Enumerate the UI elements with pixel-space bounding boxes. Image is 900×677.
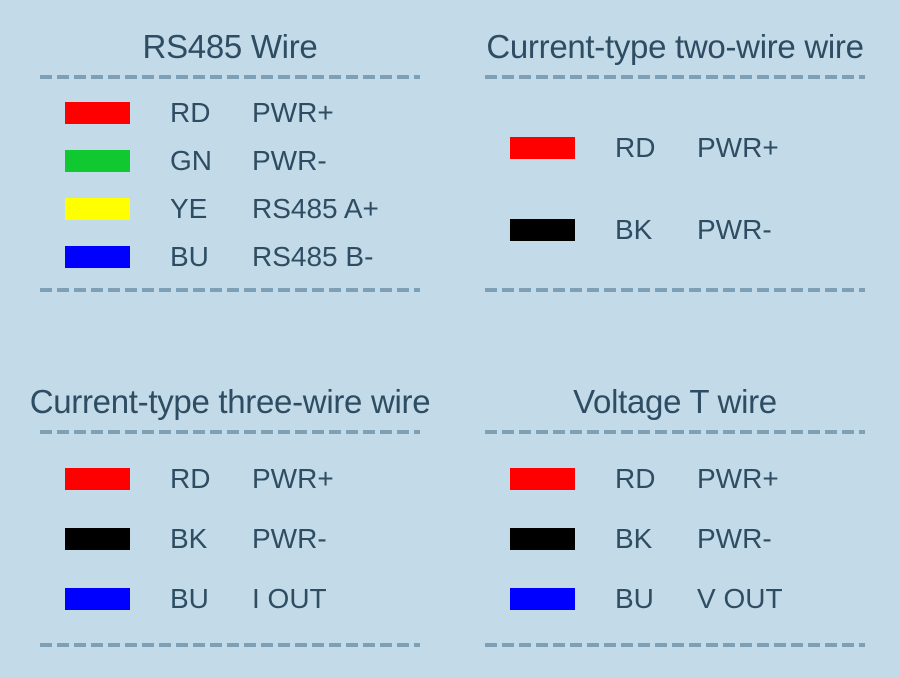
wire-color-code: RD [170, 97, 211, 128]
wire-signal-label: V OUT [697, 583, 783, 614]
legend-row: BK PWR- [40, 509, 420, 569]
legend-row: RD PWR+ [485, 107, 865, 189]
wire-signal-label: I OUT [252, 583, 327, 614]
wire-signal-label: PWR- [697, 214, 772, 245]
legend-row: RD PWR+ [40, 89, 420, 137]
wire-color-swatch [510, 137, 575, 159]
section-current-type-three-wire: Current-type three-wire wire RD PWR+ BK … [30, 355, 431, 655]
dashed-divider-bottom [485, 643, 865, 647]
dashed-divider-top [485, 75, 865, 79]
legend-rows: RD PWR+ BK PWR- BU I OUT [40, 449, 420, 629]
section-title: Current-type two-wire wire [486, 28, 864, 65]
wire-color-code: BU [170, 583, 209, 614]
section-title: RS485 Wire [142, 28, 318, 65]
wire-color-swatch [510, 528, 575, 550]
wire-color-code: BU [615, 583, 654, 614]
legend-row: GN PWR- [40, 137, 420, 185]
dashed-divider-bottom [485, 288, 865, 292]
wire-color-swatch [510, 468, 575, 490]
wire-signal-label: PWR+ [697, 132, 779, 163]
legend-row: YE RS485 A+ [40, 185, 420, 233]
wire-color-code: BK [615, 523, 653, 554]
legend-row: BU I OUT [40, 569, 420, 629]
legend-row: RD PWR+ [40, 449, 420, 509]
wire-color-swatch [65, 528, 130, 550]
wire-color-code: GN [170, 145, 212, 176]
wire-color-code: BU [170, 241, 209, 272]
wire-color-code: RD [615, 132, 656, 163]
legend-rows: RD PWR+ GN PWR- YE RS485 A+ BU RS485 B- [40, 89, 420, 281]
wire-signal-label: RS485 B- [252, 241, 374, 272]
wire-color-code: RD [615, 463, 656, 494]
wire-color-swatch [65, 588, 130, 610]
wire-color-code: RD [170, 463, 211, 494]
legend-row: BU RS485 B- [40, 233, 420, 281]
legend-row: BK PWR- [485, 189, 865, 271]
legend-row: RD PWR+ [485, 449, 865, 509]
wire-color-code: YE [170, 193, 208, 224]
dashed-divider-top [40, 75, 420, 79]
wire-color-swatch [65, 246, 130, 268]
wire-signal-label: PWR+ [252, 97, 334, 128]
wire-color-code: BK [170, 523, 208, 554]
section-rs485-wire: RS485 Wire RD PWR+ GN PWR- YE RS485 A+ B… [40, 0, 420, 300]
section-title: Current-type three-wire wire [29, 383, 431, 420]
wire-color-swatch [65, 150, 130, 172]
wire-color-swatch [510, 219, 575, 241]
section-voltage-t-wire: Voltage T wire RD PWR+ BK PWR- BU V OUT [485, 355, 865, 655]
dashed-divider-top [485, 430, 865, 434]
wire-signal-label: PWR- [252, 523, 327, 554]
wire-signal-label: PWR+ [252, 463, 334, 494]
dashed-divider-top [40, 430, 420, 434]
wire-color-swatch [65, 198, 130, 220]
wire-color-swatch [65, 102, 130, 124]
wire-signal-label: PWR- [697, 523, 772, 554]
wire-signal-label: PWR+ [697, 463, 779, 494]
legend-row: BK PWR- [485, 509, 865, 569]
dashed-divider-bottom [40, 288, 420, 292]
legend-rows: RD PWR+ BK PWR- [485, 107, 865, 271]
wire-color-swatch [510, 588, 575, 610]
wire-color-code: BK [615, 214, 653, 245]
section-current-type-two-wire: Current-type two-wire wire RD PWR+ BK PW… [485, 0, 865, 300]
wire-color-swatch [65, 468, 130, 490]
legend-row: BU V OUT [485, 569, 865, 629]
section-title: Voltage T wire [573, 383, 777, 420]
wire-signal-label: PWR- [252, 145, 327, 176]
dashed-divider-bottom [40, 643, 420, 647]
legend-rows: RD PWR+ BK PWR- BU V OUT [485, 449, 865, 629]
wire-signal-label: RS485 A+ [252, 193, 379, 224]
